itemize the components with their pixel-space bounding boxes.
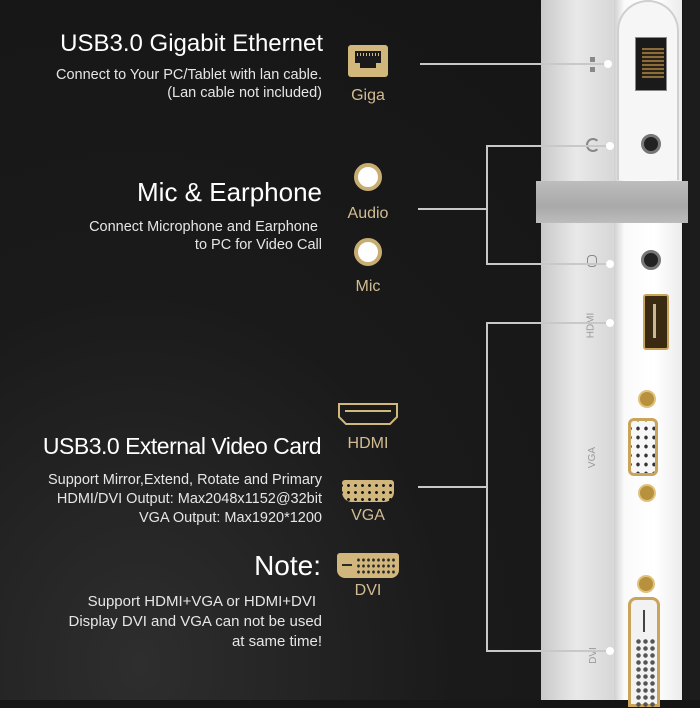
note-title: Note:: [254, 550, 321, 581]
vga-icon-label: VGA: [351, 507, 385, 524]
audio-desc-line-1: Connect Microphone and Earphone: [89, 219, 318, 235]
audio-connector-dot: [606, 142, 614, 150]
device-hdmi-port: [643, 294, 669, 350]
ethernet-connector-line: [420, 63, 608, 65]
audio-desc-line-2: to PC for Video Call: [194, 237, 322, 253]
device-earphone-jack: [641, 134, 661, 154]
audio-title: Mic & Earphone: [137, 177, 322, 207]
video-desc-line-1: Support Mirror,Extend, Rotate and Primar…: [47, 472, 322, 488]
audio-bracket-top: [486, 145, 608, 147]
video-title: USB3.0 External Video Card: [42, 433, 322, 459]
note-desc-line-2: Display DVI and VGA can not be used: [68, 613, 322, 630]
hdmi-connector-dot: [606, 319, 614, 327]
audio-bracket-bottom: [486, 263, 608, 265]
dvi-port-icon: [337, 553, 399, 578]
mic-connector-dot: [606, 260, 614, 268]
video-connector-line: [418, 486, 486, 488]
ethernet-symbol-icon: [590, 57, 595, 62]
device-ethernet-port: [635, 37, 667, 91]
dvi-connector-dot: [606, 647, 614, 655]
device-dvi-port: [628, 575, 660, 708]
video-desc-line-3: VGA Output: Max1920*1200: [139, 510, 322, 526]
audio-connector-line: [418, 208, 486, 210]
ethernet-connector-dot: [604, 60, 612, 68]
video-bracket-bottom: [486, 650, 608, 652]
ethernet-title: USB3.0 Gigabit Ethernet: [60, 30, 323, 57]
ethernet-desc-line-2: (Lan cable not included): [167, 85, 322, 101]
hdmi-port-icon: [338, 403, 398, 425]
audio-icon-label: Audio: [347, 205, 389, 222]
device-label-vga: VGA: [587, 446, 599, 469]
video-desc-line-2: HDMI/DVI Output: Max2048x1152@32bit: [56, 491, 322, 507]
ethernet-icon-label: Giga: [351, 87, 385, 104]
mic-icon-label: Mic: [355, 278, 381, 295]
device-clip: [536, 181, 688, 223]
device-mic-jack: [641, 250, 661, 270]
audio-bracket-vertical: [486, 145, 488, 264]
dvi-icon-label: DVI: [354, 582, 382, 599]
ethernet-symbol-icon-2: [590, 67, 595, 72]
device-vga-port: [628, 390, 660, 502]
mic-jack-icon: [354, 238, 382, 266]
video-bracket-vertical: [486, 322, 488, 651]
note-desc-line-1: Support HDMI+VGA or HDMI+DVI: [87, 593, 316, 610]
mic-symbol-icon: [587, 255, 597, 267]
note-desc-line-3: at same time!: [231, 633, 322, 650]
ethernet-desc-line-1: Connect to Your PC/Tablet with lan cable…: [56, 67, 322, 83]
video-bracket-top: [486, 322, 608, 324]
device-edge: [683, 0, 700, 700]
hdmi-icon-label: HDMI: [347, 435, 389, 452]
audio-jack-icon: [354, 163, 382, 191]
ethernet-port-icon: [348, 45, 388, 77]
vga-port-icon: [342, 480, 394, 502]
device-label-hdmi: HDMI: [585, 312, 597, 339]
